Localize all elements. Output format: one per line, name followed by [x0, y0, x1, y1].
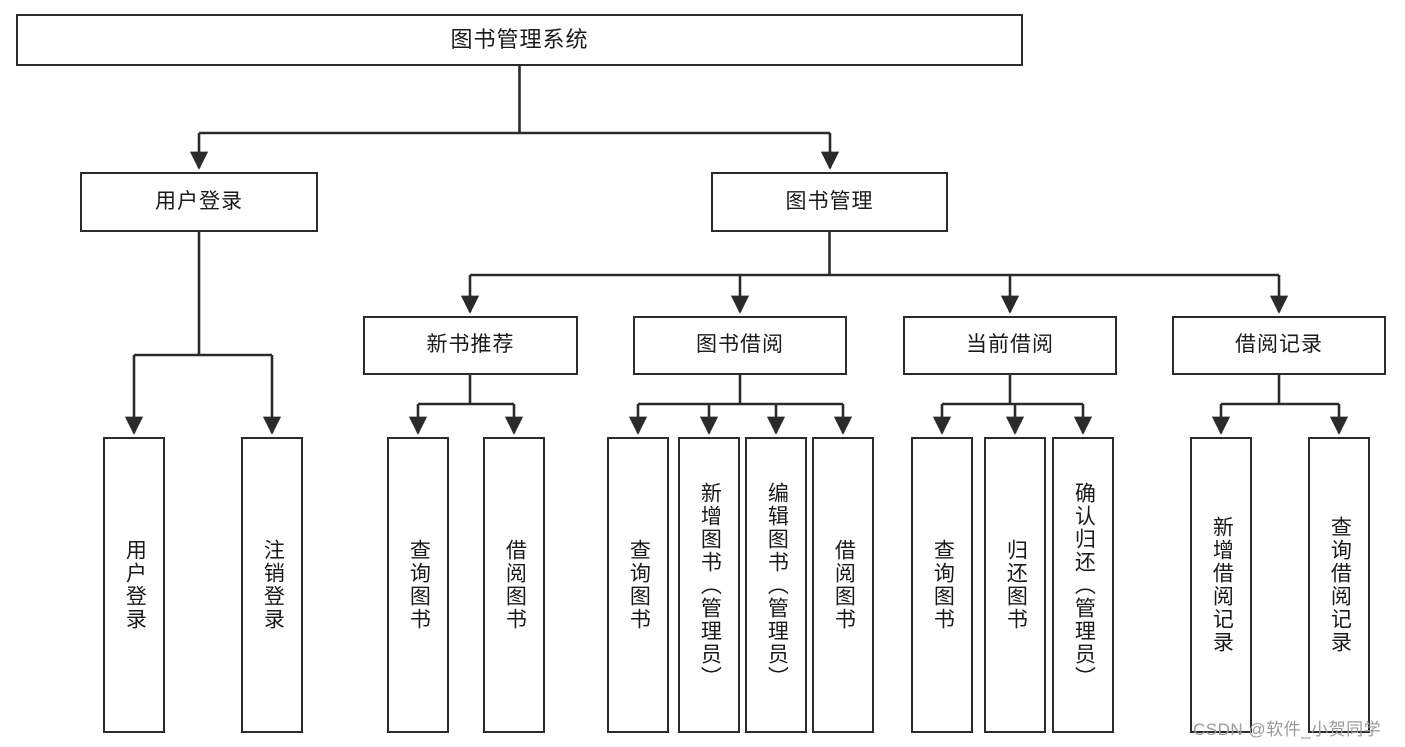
node-leaf-query-book-1[interactable]: 查询图书 [387, 437, 449, 733]
node-leaf-query-record[interactable]: 查询借阅记录 [1308, 437, 1370, 733]
node-book-borrow[interactable]: 图书借阅 [633, 316, 847, 375]
node-leaf-user-login[interactable]: 用户登录 [103, 437, 165, 733]
node-leaf-query-book-1-label: 查询图书 [407, 539, 431, 631]
node-leaf-add-record-label: 新增借阅记录 [1210, 516, 1234, 654]
node-leaf-query-book-3-label: 查询图书 [931, 539, 955, 631]
node-leaf-user-login-label: 用户登录 [123, 539, 147, 631]
node-user-login-label: 用户登录 [155, 189, 243, 213]
node-borrow-record[interactable]: 借阅记录 [1172, 316, 1386, 375]
node-leaf-query-record-label: 查询借阅记录 [1328, 516, 1352, 654]
node-leaf-add-book-label: 新增图书（管理员） [698, 481, 722, 689]
node-leaf-logout-label: 注销登录 [261, 539, 285, 631]
node-leaf-borrow-book-2[interactable]: 借阅图书 [812, 437, 874, 733]
node-leaf-add-record[interactable]: 新增借阅记录 [1190, 437, 1252, 733]
node-borrow-record-label: 借阅记录 [1235, 333, 1323, 357]
node-leaf-add-book[interactable]: 新增图书（管理员） [678, 437, 740, 733]
node-new-book-recommend-label: 新书推荐 [426, 333, 515, 357]
node-leaf-query-book-2[interactable]: 查询图书 [607, 437, 669, 733]
node-leaf-confirm-return-label: 确认归还（管理员） [1072, 481, 1096, 689]
node-current-borrow-label: 当前借阅 [966, 333, 1054, 357]
node-leaf-edit-book-label: 编辑图书（管理员） [765, 481, 789, 689]
node-leaf-return-book[interactable]: 归还图书 [984, 437, 1046, 733]
node-leaf-query-book-3[interactable]: 查询图书 [911, 437, 973, 733]
node-root[interactable]: 图书管理系统 [16, 14, 1023, 66]
node-current-borrow[interactable]: 当前借阅 [903, 316, 1117, 375]
node-book-manage[interactable]: 图书管理 [711, 172, 948, 232]
node-book-manage-label: 图书管理 [785, 189, 874, 213]
node-leaf-query-book-2-label: 查询图书 [627, 539, 651, 631]
node-user-login[interactable]: 用户登录 [80, 172, 318, 232]
node-leaf-logout[interactable]: 注销登录 [241, 437, 303, 733]
node-new-book-recommend[interactable]: 新书推荐 [363, 316, 578, 375]
node-leaf-borrow-book-1-label: 借阅图书 [503, 539, 527, 631]
node-leaf-borrow-book-2-label: 借阅图书 [832, 539, 856, 631]
node-leaf-return-book-label: 归还图书 [1004, 539, 1028, 631]
node-leaf-confirm-return[interactable]: 确认归还（管理员） [1052, 437, 1114, 733]
node-root-label: 图书管理系统 [450, 27, 589, 53]
node-book-borrow-label: 图书借阅 [696, 333, 784, 357]
node-leaf-borrow-book-1[interactable]: 借阅图书 [483, 437, 545, 733]
node-leaf-edit-book[interactable]: 编辑图书（管理员） [745, 437, 807, 733]
watermark-text: CSDN @软件_小贺同学 [1193, 720, 1382, 739]
